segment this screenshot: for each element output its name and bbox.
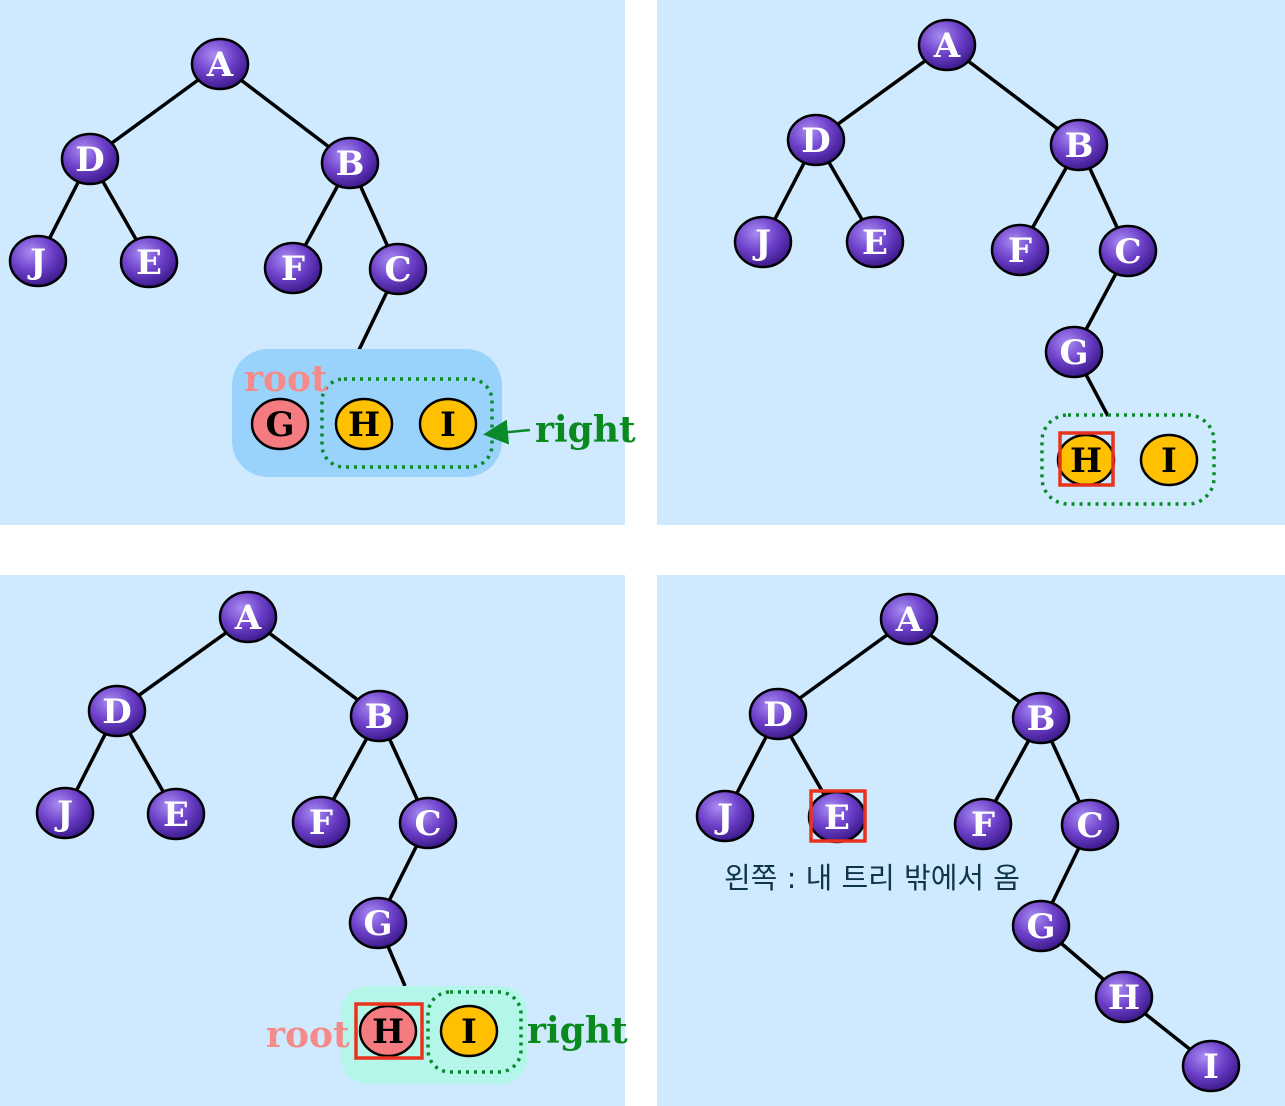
- node-e: E: [146, 787, 206, 841]
- node-g-label: G: [1026, 907, 1055, 947]
- root-label: root: [266, 1014, 350, 1056]
- node-a-label: A: [234, 598, 262, 638]
- node-i-label: I: [461, 1012, 477, 1052]
- node-f-label: F: [971, 805, 995, 845]
- node-h-label: H: [372, 1012, 404, 1052]
- right-label: right: [527, 1010, 628, 1052]
- node-h-label: H: [1070, 441, 1102, 481]
- node-c-label: C: [384, 250, 411, 290]
- node-d: D: [87, 684, 147, 738]
- node-g-label: G: [1059, 333, 1088, 373]
- node-b-label: B: [365, 697, 394, 737]
- node-i: I: [418, 397, 478, 451]
- node-i: I: [1181, 1039, 1241, 1093]
- node-c: C: [398, 796, 458, 850]
- node-f: F: [990, 223, 1050, 277]
- node-d-label: D: [102, 692, 131, 732]
- node-b: B: [1011, 691, 1071, 745]
- node-b: B: [349, 689, 409, 743]
- highlight-box-e: [809, 789, 867, 843]
- node-h: H: [334, 397, 394, 451]
- node-j-label: J: [27, 242, 46, 282]
- node-d-label: D: [75, 140, 104, 180]
- node-j: J: [695, 789, 755, 843]
- node-g-label: G: [265, 405, 294, 445]
- node-d-label: D: [763, 695, 792, 735]
- node-i-label: I: [1203, 1047, 1219, 1087]
- note-label: 왼쪽 : 내 트리 밖에서 옴: [724, 861, 1020, 895]
- node-e-label: E: [136, 243, 162, 283]
- node-h: H: [1056, 433, 1116, 487]
- node-c-label: C: [1076, 806, 1103, 846]
- panel-3: A D B J E F C G H I root right: [0, 575, 628, 1106]
- node-i: I: [439, 1004, 499, 1058]
- node-c: C: [1098, 224, 1158, 278]
- node-j-label: J: [714, 797, 733, 837]
- root-label: root: [244, 358, 328, 400]
- node-f: F: [953, 797, 1013, 851]
- node-h: H: [1094, 970, 1154, 1024]
- node-e: E: [845, 215, 905, 269]
- node-i-label: I: [440, 405, 456, 445]
- node-a: A: [218, 590, 278, 644]
- node-e-label: E: [163, 795, 189, 835]
- node-e-label: E: [824, 798, 850, 838]
- node-c: C: [368, 242, 428, 296]
- node-g-label: G: [363, 904, 392, 944]
- highlight-box-h: [1058, 431, 1115, 487]
- node-j: J: [8, 234, 68, 288]
- node-f-label: F: [1008, 231, 1032, 271]
- node-h-label: H: [348, 405, 380, 445]
- node-c-label: C: [1114, 232, 1141, 272]
- node-d: D: [60, 132, 120, 186]
- right-label: right: [535, 409, 636, 451]
- node-e-label: E: [862, 223, 888, 263]
- node-a-label: A: [933, 26, 961, 66]
- node-a-label: A: [206, 45, 234, 85]
- node-j-label: J: [54, 794, 73, 834]
- node-b-label: B: [336, 144, 365, 184]
- panel-4: A D B J E F C G H I 왼쪽 : 내 트리 밖에서 옴: [657, 575, 1285, 1106]
- node-g: G: [1011, 899, 1071, 953]
- right-subtree-dotted-box: [426, 990, 523, 1074]
- node-g-root: G: [250, 397, 310, 451]
- node-j: J: [35, 786, 95, 840]
- node-g: G: [348, 896, 408, 950]
- node-a: A: [917, 18, 977, 72]
- node-b-label: B: [1027, 699, 1056, 739]
- node-a: A: [879, 592, 939, 646]
- node-j: J: [733, 215, 793, 269]
- node-h-label: H: [1108, 978, 1140, 1018]
- node-j-label: J: [752, 223, 771, 263]
- node-f: F: [291, 795, 351, 849]
- node-e: E: [807, 790, 867, 844]
- node-i: I: [1139, 433, 1199, 487]
- node-h-root: H: [358, 1004, 418, 1058]
- node-b: B: [320, 136, 380, 190]
- node-i-label: I: [1161, 441, 1177, 481]
- node-a-label: A: [895, 600, 923, 640]
- node-b: B: [1049, 118, 1109, 172]
- node-f-label: F: [309, 803, 333, 843]
- node-a: A: [190, 37, 250, 91]
- node-f: F: [263, 241, 323, 295]
- node-e: E: [119, 235, 179, 289]
- node-c: C: [1060, 798, 1120, 852]
- node-g: G: [1044, 325, 1104, 379]
- node-c-label: C: [414, 804, 441, 844]
- node-d-label: D: [801, 121, 830, 161]
- node-d: D: [786, 113, 846, 167]
- panel-2: A D B J E F C G H I: [657, 0, 1285, 525]
- panel-1: A D B J E F C G H I root right: [0, 0, 636, 525]
- right-arrow: [483, 419, 531, 445]
- node-f-label: F: [281, 249, 305, 289]
- highlight-box-h: [354, 1002, 424, 1060]
- subtree-dotted-box: [1040, 413, 1216, 506]
- node-d: D: [748, 687, 808, 741]
- node-b-label: B: [1065, 126, 1094, 166]
